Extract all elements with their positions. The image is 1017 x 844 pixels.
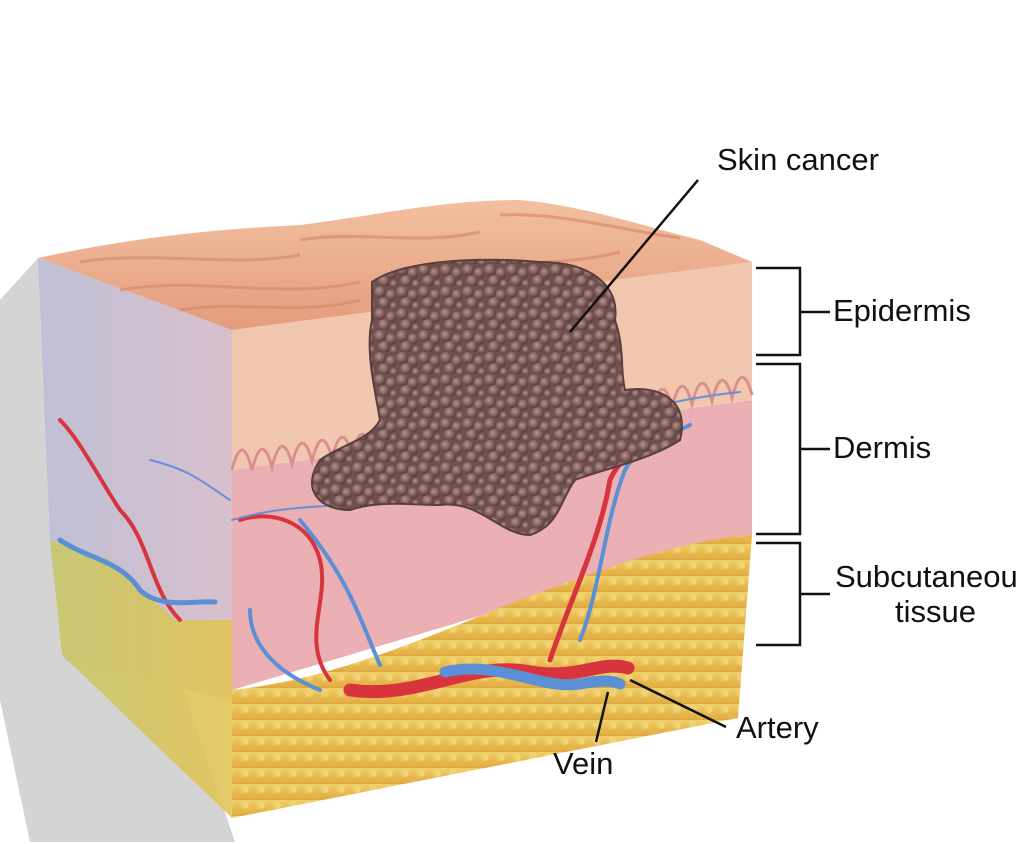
artery-branch-2 <box>238 514 332 682</box>
label-tissue: tissue <box>895 594 976 629</box>
artery-main <box>343 659 635 699</box>
vein-main <box>439 663 626 691</box>
side-face-subcutaneous <box>50 540 232 818</box>
label-epidermis: Epidermis <box>833 293 971 328</box>
vein-branch-2 <box>248 518 382 692</box>
leader-skin-cancer <box>569 179 699 333</box>
label-artery: Artery <box>736 710 819 745</box>
bracket-subcutaneous <box>756 541 830 647</box>
leader-artery <box>629 678 727 729</box>
label-vein: Vein <box>553 746 614 781</box>
tumor-mass <box>310 258 683 537</box>
bracket-dermis <box>756 362 830 536</box>
artery-side <box>58 418 182 622</box>
leader-vein <box>594 691 610 743</box>
top-skin-surface <box>38 200 752 330</box>
label-dermis: Dermis <box>833 430 932 465</box>
label-subcutaneous: Subcutaneous <box>835 559 1017 594</box>
bracket-epidermis <box>756 266 830 357</box>
label-skin-cancer: Skin cancer <box>717 142 879 177</box>
vein-side <box>57 537 218 606</box>
